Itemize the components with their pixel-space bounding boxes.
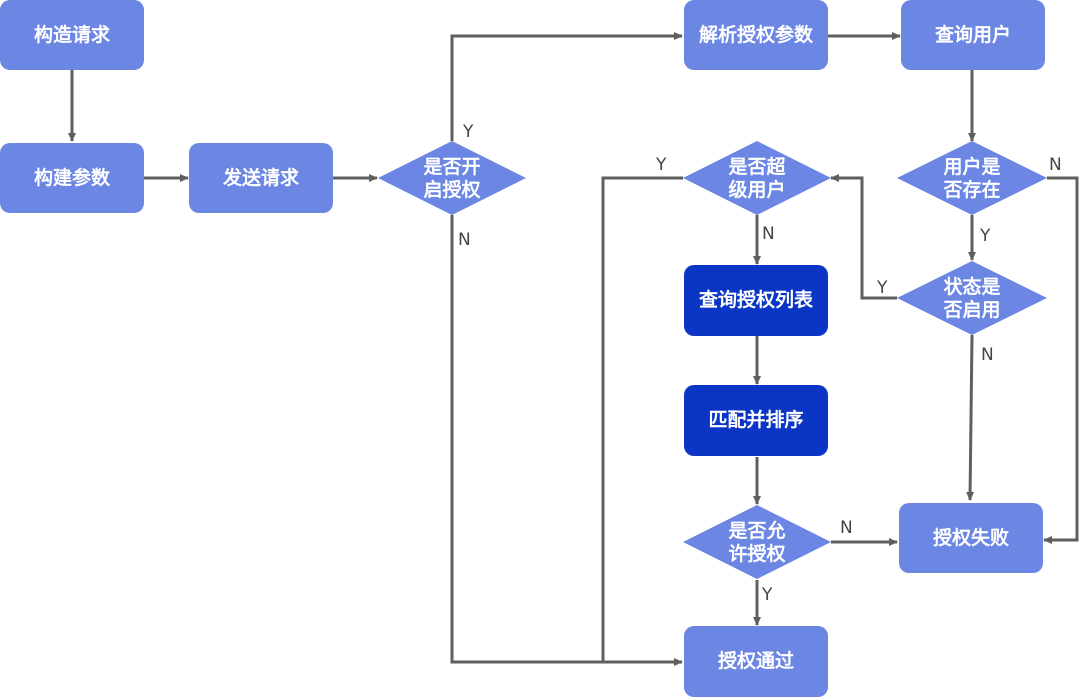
decision-label-line1: 是否允 — [728, 519, 785, 542]
node-label: 授权失败 — [933, 526, 1009, 549]
decision-user-exists: 用户是 否存在 — [897, 141, 1047, 215]
label-allow-no: N — [840, 518, 853, 538]
label-user-exists-no: N — [1049, 155, 1062, 175]
node-auth-pass: 授权通过 — [684, 626, 828, 697]
node-auth-fail: 授权失败 — [899, 503, 1043, 573]
decision-label-line1: 用户是 — [943, 155, 1000, 178]
node-build-params: 构建参数 — [0, 143, 144, 213]
label-auth-enabled-no: N — [458, 230, 471, 250]
node-label: 查询用户 — [934, 23, 1011, 46]
edge-user-exists-no — [1043, 176, 1079, 544]
decision-auth-enabled: 是否开 启授权 — [378, 141, 526, 215]
label-status-yes: Y — [876, 278, 888, 298]
node-label: 解析授权参数 — [699, 23, 814, 46]
node-label: 构造请求 — [34, 23, 111, 46]
node-query-user: 查询用户 — [901, 0, 1045, 70]
decision-label-line1: 状态是 — [943, 275, 1000, 298]
node-label: 授权通过 — [718, 649, 794, 672]
label-user-exists-yes: Y — [979, 226, 991, 246]
decision-label-line2: 级用户 — [728, 178, 785, 201]
decision-label-line2: 否启用 — [942, 298, 1000, 321]
decision-label-line2: 许授权 — [728, 542, 785, 565]
node-label: 查询授权列表 — [698, 288, 814, 311]
node-label: 发送请求 — [222, 166, 300, 189]
edge-super-user-yes — [601, 176, 683, 662]
node-query-auth-list: 查询授权列表 — [684, 265, 828, 336]
edge-auth-enabled-yes — [450, 32, 683, 141]
edge-status-no — [966, 334, 975, 501]
label-auth-enabled-yes: Y — [462, 122, 474, 142]
decision-status-enabled: 状态是 否启用 — [897, 261, 1047, 335]
decision-label-line1: 是否开 — [423, 156, 480, 178]
edge-status-yes — [830, 174, 897, 300]
node-label: 匹配并排序 — [708, 408, 803, 431]
label-allow-yes: Y — [761, 585, 773, 605]
node-send-request: 发送请求 — [189, 143, 333, 213]
label-super-user-no: N — [762, 224, 775, 244]
edges — [68, 32, 1079, 666]
decision-label-line2: 否存在 — [942, 178, 1000, 201]
edge-auth-enabled-no — [450, 215, 683, 666]
node-label: 构建参数 — [34, 166, 111, 189]
decision-allow-auth: 是否允 许授权 — [683, 505, 831, 579]
label-super-user-yes: Y — [655, 155, 667, 175]
decision-label-line2: 启授权 — [423, 178, 480, 201]
label-status-no: N — [981, 345, 994, 365]
decision-label-line1: 是否超 — [728, 155, 786, 178]
node-match-sort: 匹配并排序 — [684, 385, 828, 456]
edge-labels: Y N Y N N Y Y N N Y — [458, 122, 1062, 605]
node-parse-auth-params: 解析授权参数 — [684, 0, 828, 70]
decision-super-user: 是否超 级用户 — [683, 141, 831, 215]
node-construct-request: 构造请求 — [0, 0, 144, 70]
